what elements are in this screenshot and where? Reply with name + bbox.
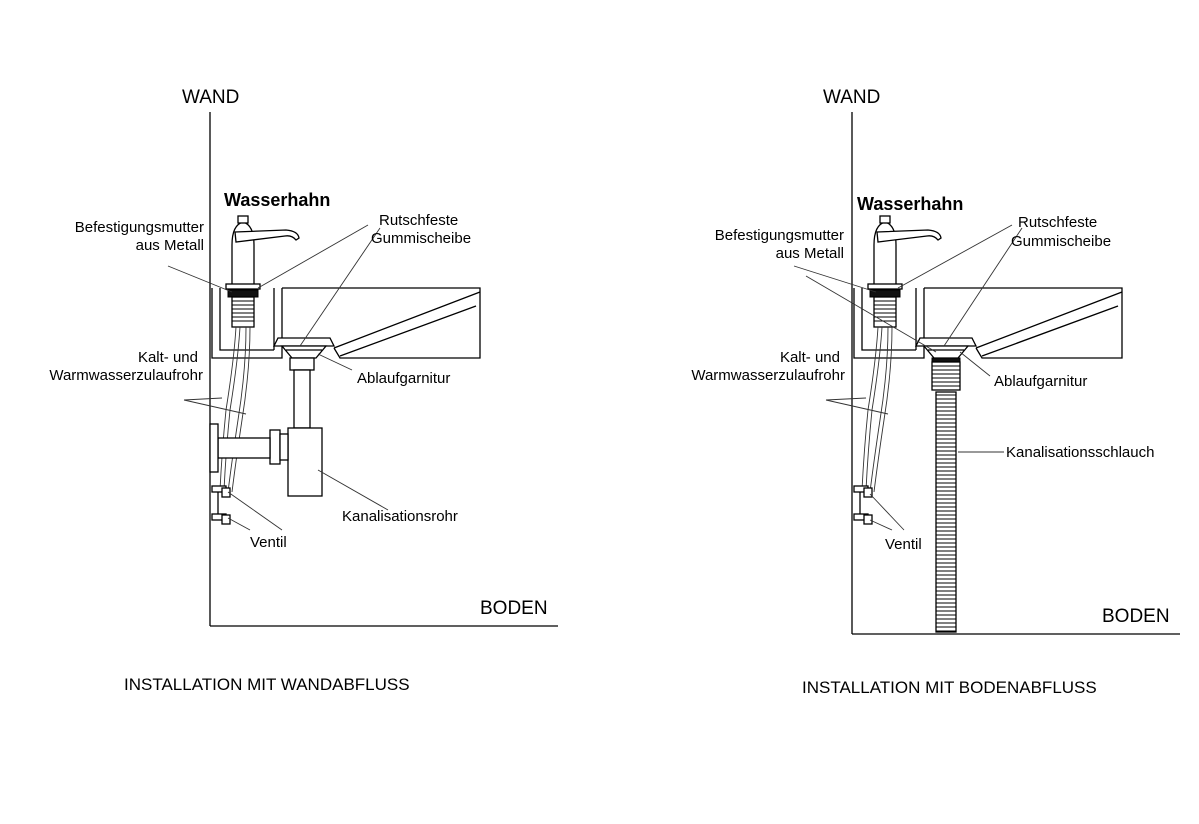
- drain-assembly-label-right: Ablaufgarnitur: [994, 373, 1088, 390]
- wall-label-right: WAND: [823, 87, 881, 108]
- supply-label-right-2: Warmwasserzulaufrohr: [691, 367, 845, 384]
- nut-label-right-2: aus Metall: [775, 245, 844, 262]
- floor-label-right: BODEN: [1102, 606, 1170, 627]
- gasket-label-left-2: Gummischeibe: [371, 230, 472, 247]
- supply-label-left-2: Warmwasserzulaufrohr: [49, 367, 203, 384]
- gasket-label-left-1: Rutschfeste: [379, 212, 459, 229]
- nut-label-right-1: Befestigungsmutter: [714, 227, 844, 244]
- caption-left: INSTALLATION MIT WANDABFLUSS: [124, 675, 410, 694]
- diagram-wall-drain: [167, 112, 558, 627]
- supply-label-right-1: Kalt- und: [779, 349, 840, 366]
- diagram-floor-drain: [793, 112, 1180, 635]
- drain-assembly-label-left: Ablaufgarnitur: [357, 370, 451, 387]
- caption-right: INSTALLATION MIT BODENABFLUSS: [802, 678, 1097, 697]
- valve-label-right: Ventil: [885, 536, 922, 553]
- supply-label-left-1: Kalt- und: [137, 349, 198, 366]
- gasket-label-right-1: Rutschfeste: [1018, 214, 1098, 231]
- sewer-label-right: Kanalisationsschlauch: [1006, 444, 1155, 461]
- faucet-label-right: Wasserhahn: [857, 194, 964, 214]
- gasket-label-right-2: Gummischeibe: [1011, 233, 1112, 250]
- hose-corrugation: [936, 394, 956, 632]
- wall-label-left: WAND: [182, 87, 240, 108]
- floor-label-left: BODEN: [480, 598, 548, 619]
- nut-label-left-1: Befestigungsmutter: [74, 219, 204, 236]
- sewer-label-left: Kanalisationsrohr: [342, 508, 458, 525]
- valve-label-left: Ventil: [250, 534, 287, 551]
- nut-label-left-2: aus Metall: [135, 237, 204, 254]
- faucet-label-left: Wasserhahn: [224, 190, 331, 210]
